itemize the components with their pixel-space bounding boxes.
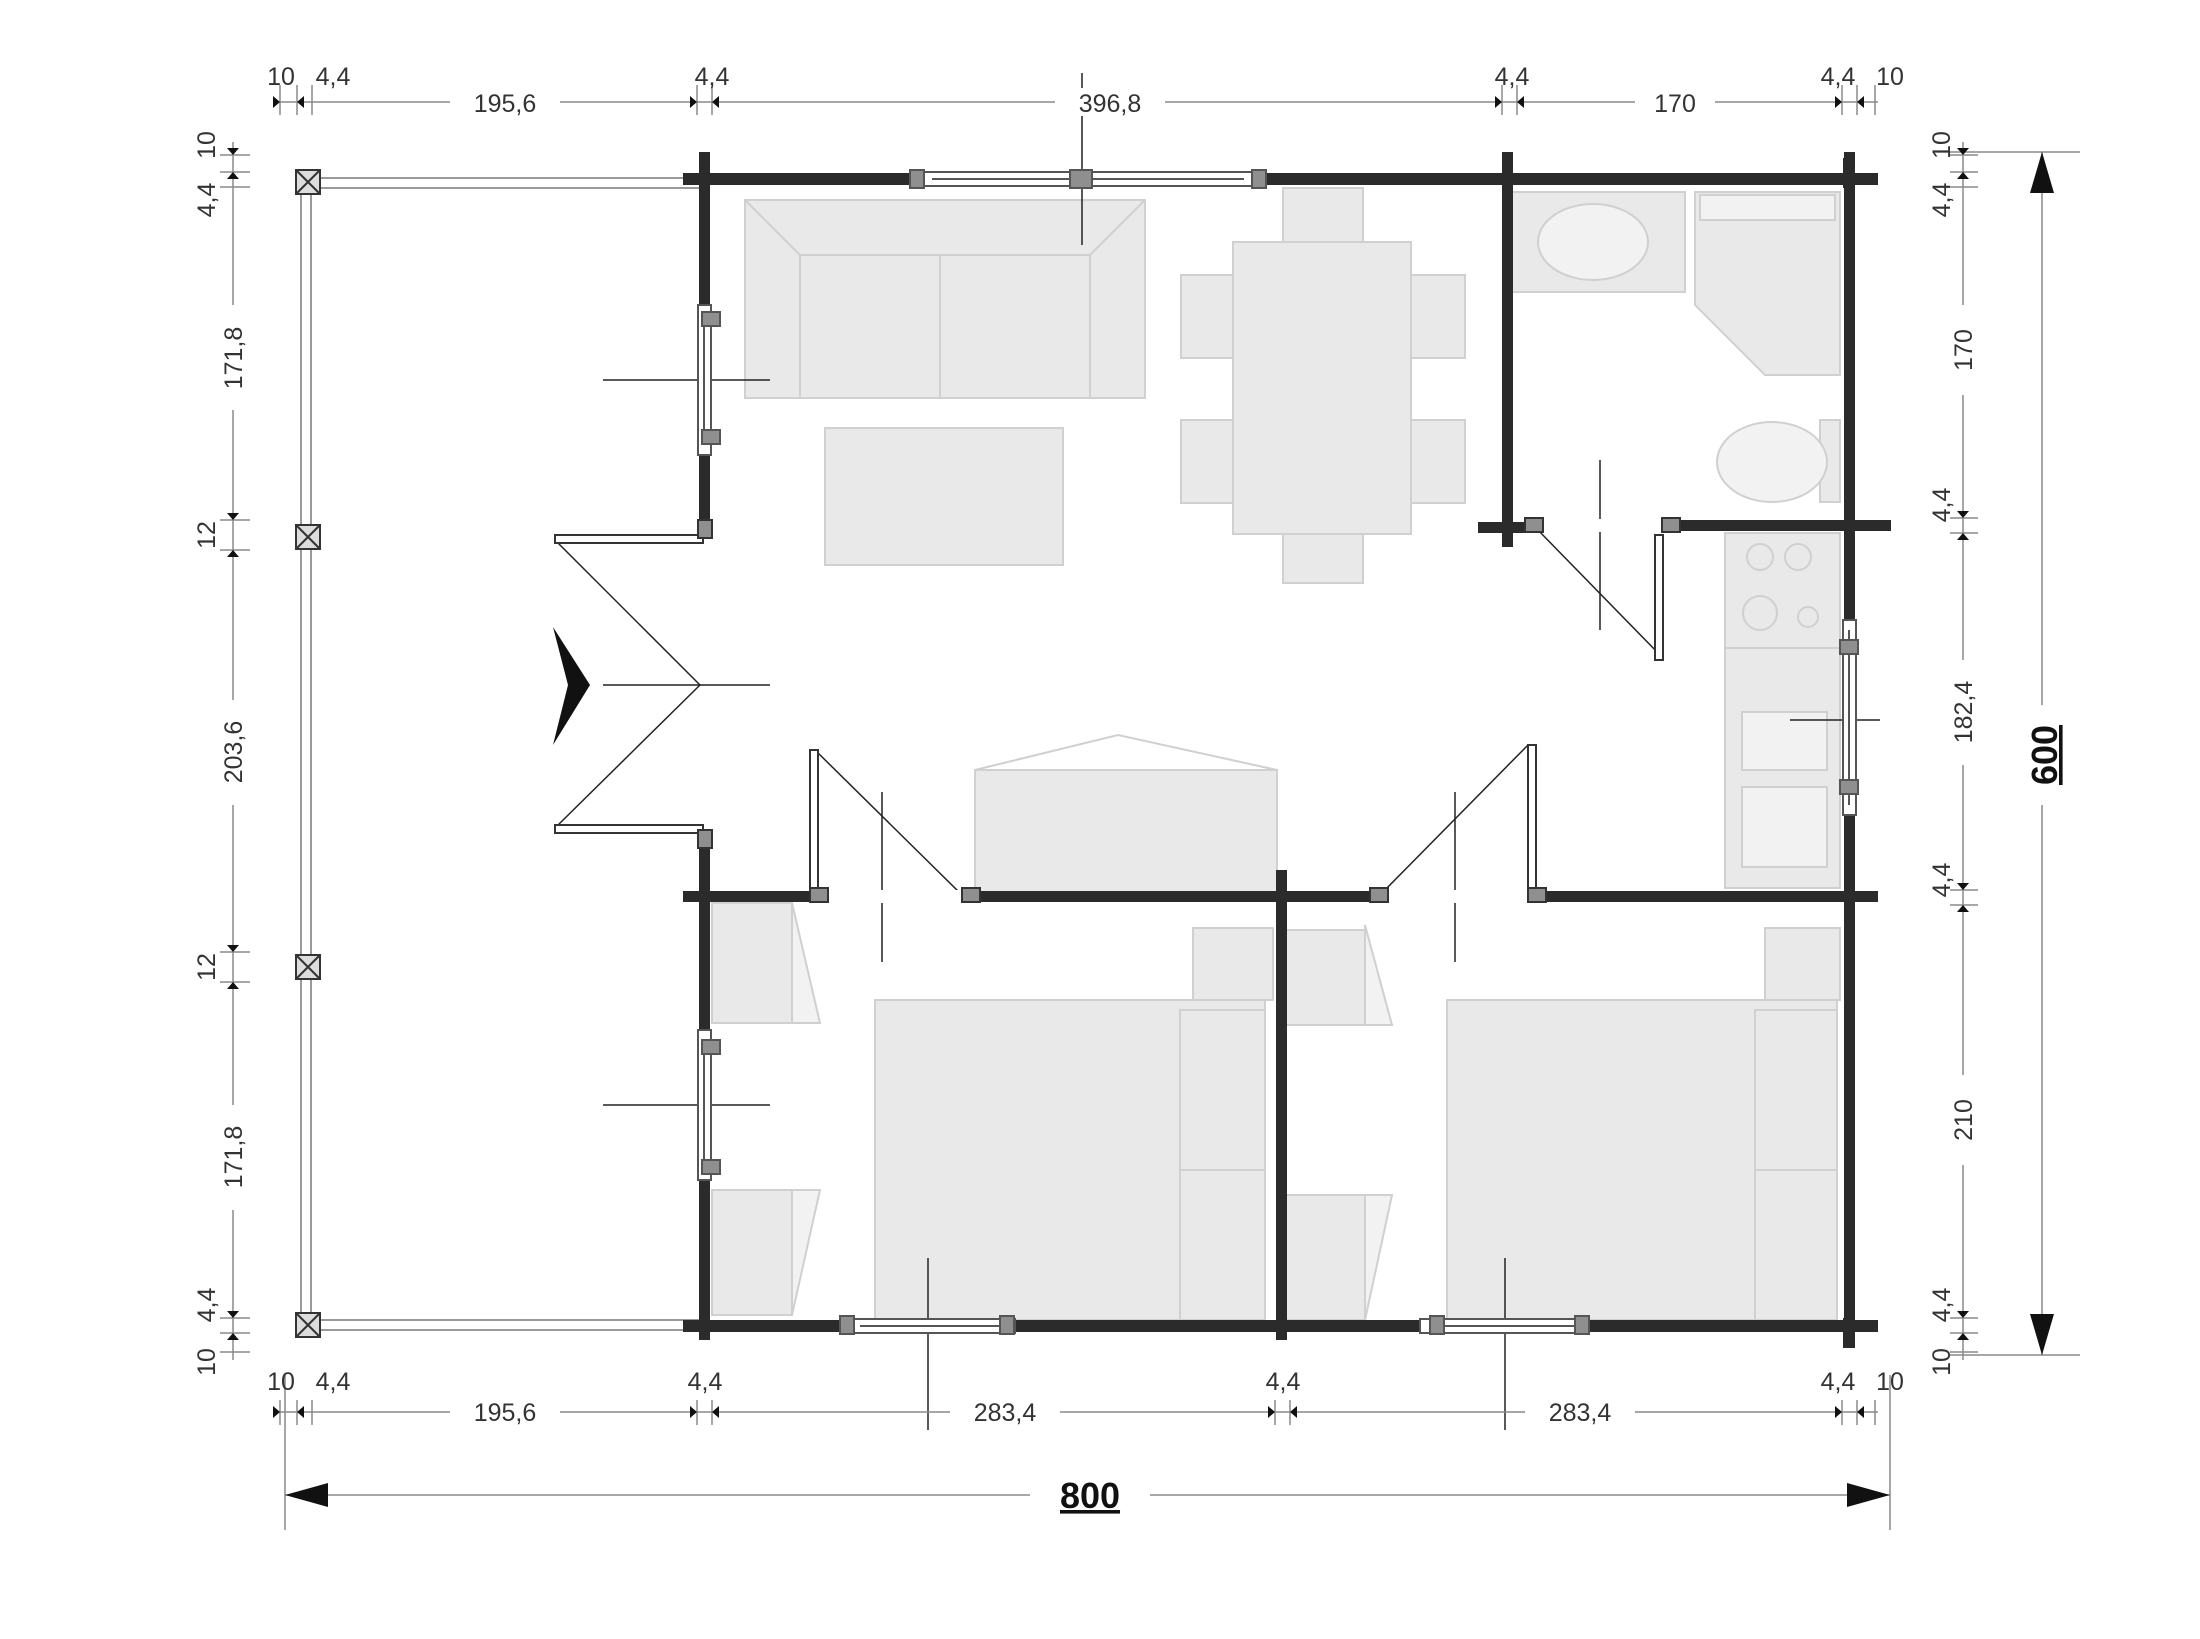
dim-left-2: 171,8 bbox=[220, 327, 248, 390]
dim-bottom-5: 4,4 bbox=[1266, 1368, 1301, 1396]
total-depth-label: 600 bbox=[2024, 725, 2065, 785]
doors bbox=[554, 517, 1681, 903]
sofa bbox=[744, 199, 1146, 399]
dim-left-6: 171,8 bbox=[220, 1126, 248, 1189]
dim-left-0: 10 bbox=[193, 131, 221, 159]
window-bedroom-2 bbox=[1419, 1315, 1590, 1335]
dim-left-4: 203,6 bbox=[220, 721, 248, 784]
terrace bbox=[295, 169, 700, 1338]
dimension-labels-bottom: 10 4,4 195,6 4,4 283,4 4,4 283,4 4,4 10 bbox=[267, 1368, 1904, 1427]
dimension-arrows bbox=[227, 96, 2054, 1507]
window-living-left bbox=[697, 304, 721, 456]
door-bathroom bbox=[1524, 517, 1681, 661]
dim-left-3: 12 bbox=[193, 521, 221, 549]
dim-left-1: 4,4 bbox=[193, 183, 221, 218]
dim-right-1: 4,4 bbox=[1928, 183, 1956, 218]
terrace-post-icon bbox=[295, 169, 321, 195]
entrance-door bbox=[554, 519, 713, 849]
dim-top-6: 170 bbox=[1654, 90, 1696, 118]
dimension-labels-right: 10 4,4 170 4,4 182,4 4,4 210 4,4 10 bbox=[1928, 131, 1978, 1376]
kitchen-fixtures bbox=[1724, 532, 1841, 889]
dim-top-5: 4,4 bbox=[1495, 63, 1530, 91]
dim-top-2: 195,6 bbox=[474, 90, 537, 118]
dim-top-8: 10 bbox=[1876, 63, 1904, 91]
dim-left-8: 10 bbox=[193, 1348, 221, 1376]
window-bedroom-1 bbox=[839, 1315, 1016, 1335]
dim-right-6: 210 bbox=[1950, 1099, 1978, 1141]
dim-left-5: 12 bbox=[193, 953, 221, 981]
hall-cabinet bbox=[974, 733, 1278, 896]
bathroom-fixtures bbox=[1509, 191, 1841, 503]
dim-left-7: 4,4 bbox=[193, 1288, 221, 1323]
dim-top-4: 396,8 bbox=[1079, 90, 1142, 118]
dim-bottom-8: 10 bbox=[1876, 1368, 1904, 1396]
door-bedroom-2 bbox=[1369, 744, 1547, 903]
dim-bottom-6: 283,4 bbox=[1549, 1399, 1612, 1427]
window-bedroom-left bbox=[697, 1029, 721, 1181]
door-bedroom-1 bbox=[809, 749, 981, 903]
dim-right-4: 182,4 bbox=[1950, 681, 1978, 744]
dim-right-7: 4,4 bbox=[1928, 1288, 1956, 1323]
dim-bottom-7: 4,4 bbox=[1821, 1368, 1856, 1396]
dim-right-0: 10 bbox=[1928, 131, 1956, 159]
dim-bottom-2: 195,6 bbox=[474, 1399, 537, 1427]
entrance-arrow-icon bbox=[553, 627, 590, 745]
dim-top-3: 4,4 bbox=[695, 63, 730, 91]
dim-right-8: 10 bbox=[1928, 1348, 1956, 1376]
dimension-labels-top: 10 4,4 195,6 4,4 396,8 4,4 170 4,4 10 bbox=[267, 63, 1904, 118]
terrace-post-icon bbox=[295, 524, 321, 550]
dim-top-7: 4,4 bbox=[1821, 63, 1856, 91]
terrace-post-icon bbox=[295, 954, 321, 980]
windows bbox=[697, 169, 1859, 1335]
bedroom-1-furniture bbox=[711, 902, 1394, 1321]
dim-bottom-4: 283,4 bbox=[974, 1399, 1037, 1427]
dining-set bbox=[1180, 187, 1466, 584]
window-kitchen bbox=[1839, 619, 1859, 816]
dimension-labels-left: 10 4,4 171,8 12 203,6 12 171,8 4,4 10 bbox=[193, 131, 248, 1376]
dim-bottom-3: 4,4 bbox=[688, 1368, 723, 1396]
dim-right-3: 4,4 bbox=[1928, 488, 1956, 523]
dim-bottom-0: 10 bbox=[267, 1368, 295, 1396]
dim-right-2: 170 bbox=[1950, 329, 1978, 371]
furniture bbox=[711, 187, 1841, 1321]
bedroom-2-furniture bbox=[1446, 927, 1841, 1321]
window-living-top bbox=[909, 169, 1267, 189]
dim-bottom-1: 4,4 bbox=[316, 1368, 351, 1396]
terrace-post-icon bbox=[295, 1312, 321, 1338]
dim-top-0: 10 bbox=[267, 63, 295, 91]
dim-top-1: 4,4 bbox=[316, 63, 351, 91]
dim-right-5: 4,4 bbox=[1928, 863, 1956, 898]
coffee-table bbox=[824, 427, 1064, 566]
total-width-label: 800 bbox=[1060, 1475, 1120, 1516]
